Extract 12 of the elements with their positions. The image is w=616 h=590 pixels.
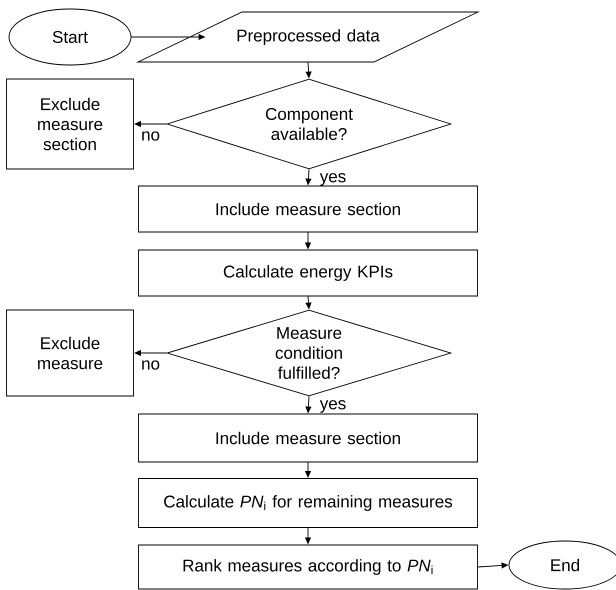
process-box: Calculate PN$_{i}$ for remaining measures [138,478,478,528]
edge-label: no [142,131,160,141]
process-box: Calculate energy KPIs [138,250,478,296]
edge-label: no [142,360,160,370]
edge-label: yes [320,400,346,413]
terminal-oval: Start [8,8,132,66]
process-box: Include measure section [138,414,478,462]
edge-label: yes [320,173,346,186]
process-box: Exclude measure section [6,78,134,170]
process-box: Rank measures according to PN$_{i}$ [138,544,478,590]
process-box: Include measure section [138,186,478,232]
process-box: Exclude measure [6,310,134,396]
